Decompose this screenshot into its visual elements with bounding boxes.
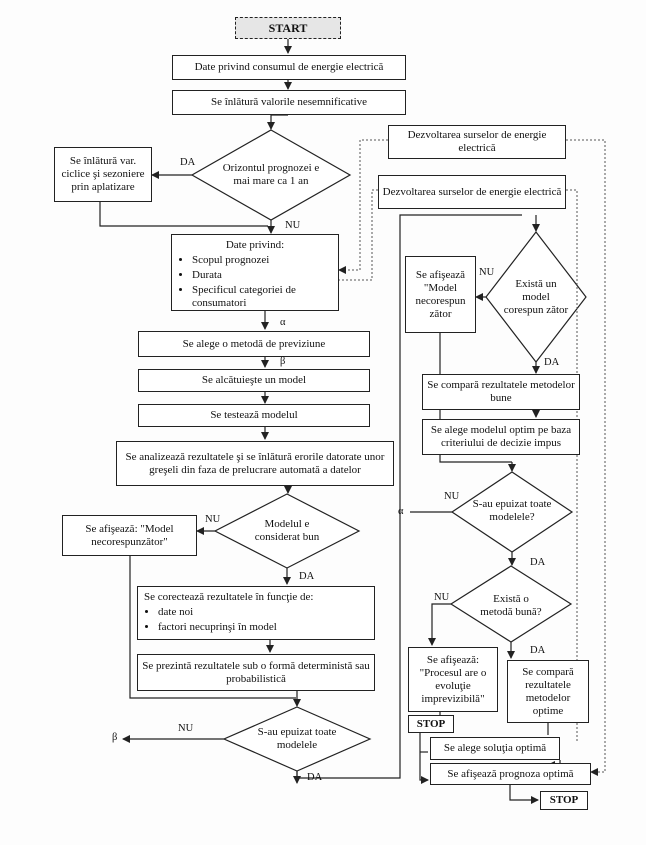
model-necorespun-box: Se afişează "Model necorespun zător bbox=[405, 256, 476, 333]
epuizat-right-decision: S-au epuizat toate modelele? bbox=[472, 488, 552, 534]
exista-metoda-decision-text: Există o metodă bună? bbox=[480, 593, 542, 618]
model-bun-decision-text: Modelul e considerat bun bbox=[254, 518, 320, 543]
list-item: Specificul categoriei de consumatori bbox=[192, 284, 332, 310]
consum-data-box: Date privind consumul de energie electri… bbox=[172, 55, 406, 80]
list-item: factori necuprinşi în model bbox=[158, 621, 313, 634]
nu-label-epuizat-left: NU bbox=[178, 723, 194, 734]
prognoza-text: Se afişează prognoza optimă bbox=[447, 767, 574, 780]
testeaza-box: Se testează modelul bbox=[138, 404, 370, 427]
list-item: Scopul prognozei bbox=[192, 254, 332, 267]
da-label-exista-model: DA bbox=[544, 357, 560, 368]
dezvoltarea-text-2: Dezvoltarea surselor de energie electric… bbox=[382, 185, 562, 198]
beta-label-out: β bbox=[112, 732, 118, 743]
model-text: Se alcătuieşte un model bbox=[201, 374, 307, 386]
prezinta-text: Se prezintă rezultatele sub o formă dete… bbox=[142, 659, 370, 685]
da-label-exista-metoda: DA bbox=[530, 645, 546, 656]
da-label-model-bun: DA bbox=[299, 571, 315, 582]
epuizat-right-decision-text: S-au epuizat toate modelele? bbox=[472, 498, 552, 523]
prezinta-box: Se prezintă rezultatele sub o formă dete… bbox=[137, 654, 375, 691]
nu-label-model-bun: NU bbox=[205, 514, 221, 525]
start-label: START bbox=[268, 20, 308, 35]
corecteaza-box: Se corectează rezultatele în funcţie de:… bbox=[137, 586, 375, 640]
alege-optim-text: Se alege modelul optim pe baza criteriul… bbox=[430, 424, 572, 449]
date-privind-box: Date privind: Scopul prognozei Durata Sp… bbox=[171, 234, 339, 311]
stop-terminal-2: STOP bbox=[540, 791, 588, 810]
alpha-label-left: α bbox=[280, 317, 286, 328]
stop-label-2: STOP bbox=[549, 794, 579, 806]
prognoza-box: Se afişează prognoza optimă bbox=[430, 763, 591, 785]
list-item: Durata bbox=[192, 269, 332, 282]
imprevizibil-box: Se afişează: "Procesul are o evoluţie im… bbox=[408, 647, 498, 712]
solutia-text: Se alege soluţia optimă bbox=[443, 742, 547, 754]
ciclice-box: Se înlătură var. ciclice şi sezoniere pr… bbox=[54, 147, 152, 202]
nu-label-exista-metoda: NU bbox=[434, 592, 450, 603]
nesemnificative-text: Se înlătură valorile nesemnificative bbox=[210, 96, 368, 108]
start-terminal: START bbox=[235, 17, 341, 39]
model-necorespun-text: Se afişează "Model necorespun zător bbox=[415, 268, 466, 320]
epuizat-left-decision: S-au epuizat toate modelele bbox=[254, 722, 340, 756]
nesemnificative-box: Se înlătură valorile nesemnificative bbox=[172, 90, 406, 115]
orizont-decision: Orizontul prognozei e mai mare ca 1 an bbox=[222, 148, 320, 202]
stop-terminal-1: STOP bbox=[408, 715, 454, 733]
compara-bune-box: Se compară rezultatele metodelor bune bbox=[422, 374, 580, 410]
nu-label-exista-model: NU bbox=[479, 267, 495, 278]
alpha-label-out: α bbox=[398, 506, 404, 517]
exista-metoda-decision: Există o metodă bună? bbox=[478, 586, 544, 626]
compara-bune-text: Se compară rezultatele metodelor bune bbox=[427, 379, 575, 404]
dezvoltarea-box-1: Dezvoltarea surselor de energie electric… bbox=[388, 125, 566, 159]
da-label-orizont: DA bbox=[180, 157, 196, 168]
dezvoltarea-text-1: Dezvoltarea surselor de energie electric… bbox=[407, 129, 547, 154]
ciclice-text: Se înlătură var. ciclice şi sezoniere pr… bbox=[61, 155, 145, 193]
compara-optime-text: Se compară rezultatele metodelor optime bbox=[522, 665, 574, 717]
date-privind-title: Date privind: bbox=[225, 239, 285, 251]
compara-optime-box: Se compară rezultatele metodelor optime bbox=[507, 660, 589, 723]
exista-model-decision: Există un model corespun zător bbox=[502, 264, 570, 330]
imprevizibil-text: Se afişează: "Procesul are o evoluţie im… bbox=[419, 653, 487, 705]
analizeaza-box: Se analizează rezultatele şi se înlătură… bbox=[116, 441, 394, 486]
da-label-epuizat-left: DA bbox=[307, 772, 323, 783]
consum-data-text: Date privind consumul de energie electri… bbox=[194, 61, 384, 73]
alege-optim-box: Se alege modelul optim pe baza criteriul… bbox=[422, 419, 580, 455]
solutia-box: Se alege soluţia optimă bbox=[430, 737, 560, 760]
dezvoltarea-box-2: Dezvoltarea surselor de energie electric… bbox=[378, 175, 566, 209]
nu-label-epuizat-right: NU bbox=[444, 491, 460, 502]
da-label-epuizat-right: DA bbox=[530, 557, 546, 568]
testeaza-text: Se testează modelul bbox=[210, 409, 298, 421]
metoda-text: Se alege o metodă de previziune bbox=[182, 337, 326, 350]
model-box: Se alcătuieşte un model bbox=[138, 369, 370, 392]
analizeaza-text: Se analizează rezultatele şi se înlătură… bbox=[125, 450, 385, 476]
nu-label-orizont: NU bbox=[285, 220, 301, 231]
list-item: date noi bbox=[158, 606, 313, 619]
epuizat-left-decision-text: S-au epuizat toate modelele bbox=[257, 726, 337, 751]
model-bun-decision: Modelul e considerat bun bbox=[245, 514, 329, 548]
exista-model-decision-text: Există un model corespun zător bbox=[503, 277, 569, 316]
beta-label-left: β bbox=[280, 356, 286, 367]
necorespunzator-text: Se afişează: "Model necorespunzător" bbox=[85, 522, 174, 548]
metoda-box: Se alege o metodă de previziune bbox=[138, 331, 370, 357]
orizont-decision-text: Orizontul prognozei e mai mare ca 1 an bbox=[222, 162, 320, 187]
necorespunzator-box: Se afişează: "Model necorespunzător" bbox=[62, 515, 197, 556]
stop-label-1: STOP bbox=[416, 717, 446, 730]
corecteaza-title: Se corectează rezultatele în funcţie de: bbox=[144, 591, 314, 603]
